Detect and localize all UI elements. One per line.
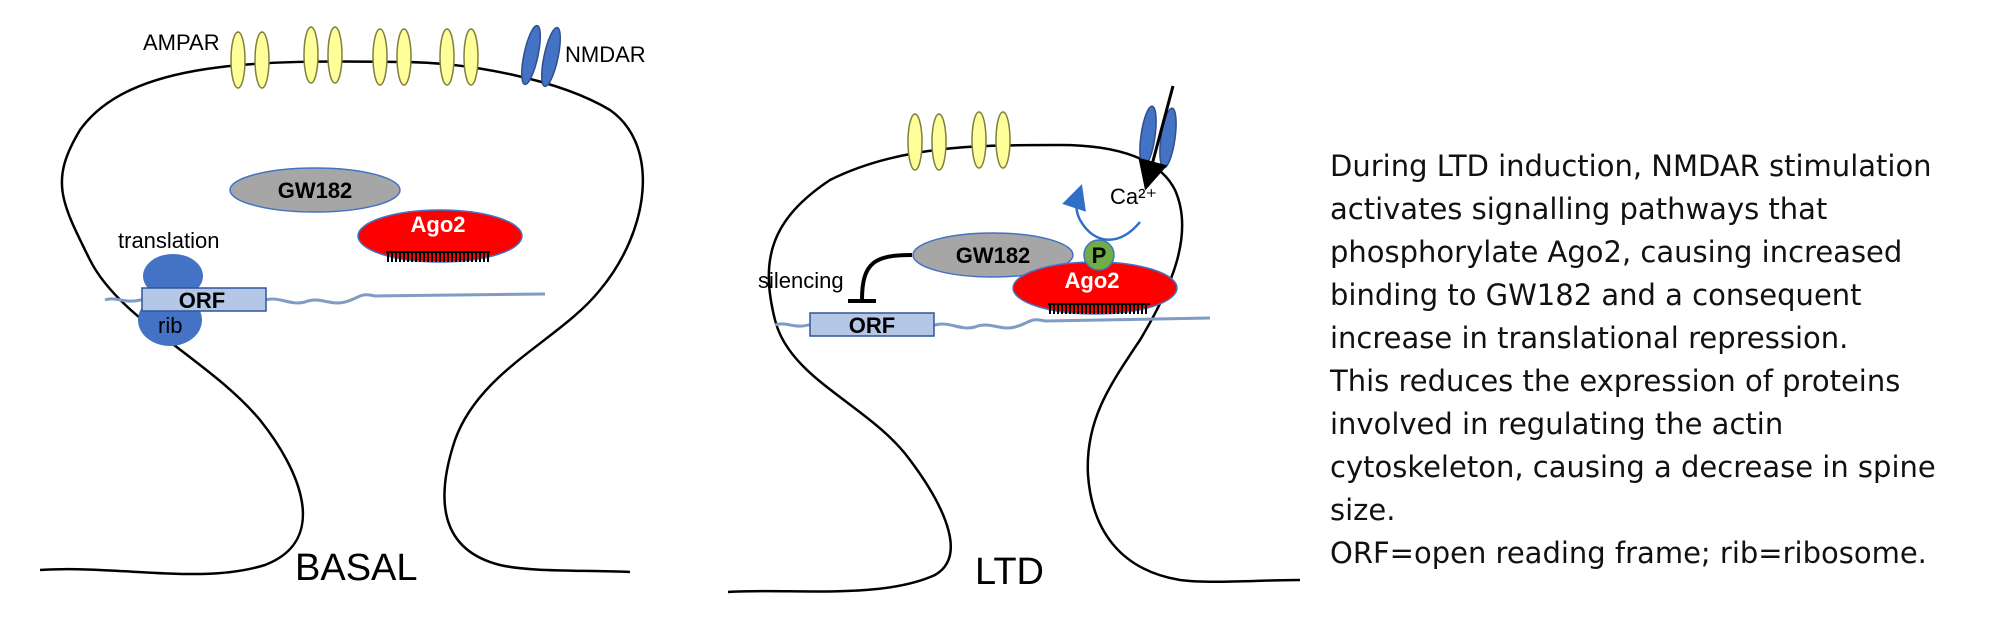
caption-line: size. [1330, 493, 1396, 527]
caption-line: binding to GW182 and a consequent [1330, 278, 1862, 312]
ribosome-small-subunit [143, 254, 203, 298]
basal-mirna-comb [386, 251, 490, 262]
ltd-panel: Ca²⁺ GW182 Ago2 P silencing ORF LTD [727, 85, 1301, 594]
basal-mrna [104, 292, 546, 305]
silencing-inhibition-line [860, 253, 913, 301]
caption-line: ORF=open reading frame; rib=ribosome. [1330, 536, 1927, 570]
figure-caption: During LTD induction, NMDAR stimulation … [1330, 145, 1990, 575]
phosphate-circle [1083, 239, 1115, 271]
ampar-receptor [995, 111, 1011, 169]
ltd-orf-label: ORF [849, 313, 895, 338]
basal-orf-label: ORF [179, 288, 225, 313]
ampar-receptor [907, 113, 923, 171]
ampar-receptor [303, 26, 319, 84]
ampar-receptor [931, 113, 947, 171]
basal-ampar-receptors [230, 26, 479, 89]
phosphate-label: P [1092, 243, 1107, 268]
ltd-ago2-label: Ago2 [1065, 268, 1120, 293]
calcium-label: Ca²⁺ [1110, 184, 1157, 209]
calcium-influx-arrow [1138, 85, 1175, 191]
ltd-mrna [774, 316, 1211, 330]
ampar-receptor [254, 31, 270, 89]
ltd-spine-outline [727, 143, 1301, 594]
caption-line: This reduces the expression of proteins [1330, 364, 1901, 398]
ampar-receptor [230, 31, 246, 89]
ampar-receptor [372, 28, 388, 86]
caption-line: phosphorylate Ago2, causing increased [1330, 235, 1903, 269]
nmdar-label: NMDAR [565, 42, 646, 67]
basal-panel-label: BASAL [295, 547, 418, 589]
basal-panel: AMPAR NMDAR GW182 Ago2 translation ORF r… [39, 24, 646, 589]
ampar-receptor [463, 28, 479, 86]
silencing-label: silencing [758, 268, 844, 293]
spine-diagram: AMPAR NMDAR GW182 Ago2 translation ORF r… [39, 24, 1301, 594]
ampar-receptor [439, 28, 455, 86]
basal-ago2-label: Ago2 [411, 212, 466, 237]
caption-line: cytoskeleton, causing a decrease in spin… [1330, 450, 1936, 484]
caption-line: involved in regulating the actin [1330, 407, 1784, 441]
ltd-gw182 [912, 232, 1074, 278]
ltd-orf-box [809, 312, 935, 337]
ltd-gw182-label: GW182 [956, 243, 1031, 268]
ampar-receptor [327, 26, 343, 84]
ampar-receptor [971, 111, 987, 169]
caption-line: During LTD induction, NMDAR stimulation [1330, 149, 1932, 183]
caption-line: activates signalling pathways that [1330, 192, 1828, 226]
ltd-ampar-receptors [907, 111, 1011, 171]
ltd-mirna-comb [1048, 303, 1150, 314]
translation-label: translation [118, 228, 220, 253]
ampar-receptor [396, 28, 412, 86]
basal-nmdar-receptor [520, 24, 562, 88]
basal-spine-outline [39, 60, 645, 576]
basal-gw182 [229, 167, 401, 213]
rib-label: rib [158, 313, 182, 338]
ltd-panel-label: LTD [975, 551, 1044, 593]
ampar-label: AMPAR [143, 30, 220, 55]
basal-orf-box [141, 287, 267, 312]
basal-gw182-label: GW182 [278, 178, 353, 203]
signalling-curved-arrow [1062, 184, 1141, 241]
caption-line: increase in translational repression. [1330, 321, 1849, 355]
